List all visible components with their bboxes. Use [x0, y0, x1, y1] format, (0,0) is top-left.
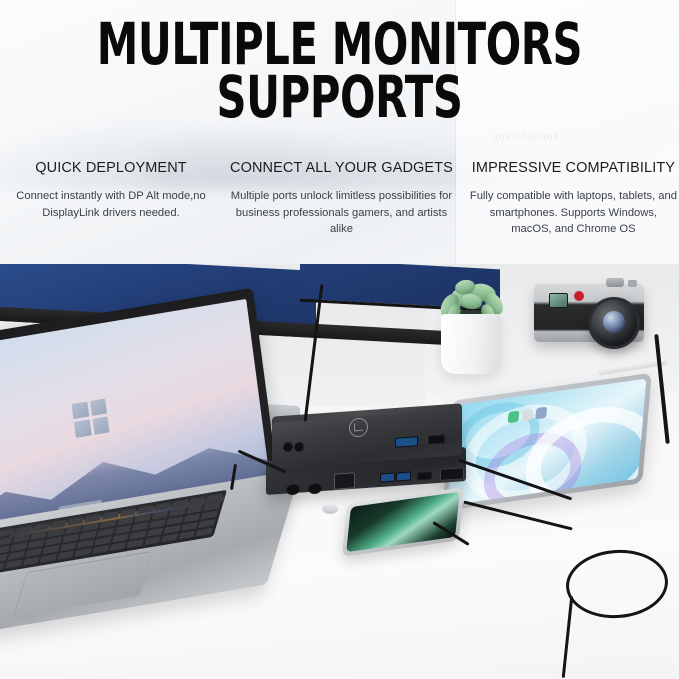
background-wash-center	[150, 128, 510, 188]
dock-port-usb-c	[417, 471, 432, 481]
desk-small-object	[322, 504, 338, 514]
dock-port-ethernet	[334, 472, 355, 490]
windows-logo-icon	[71, 398, 110, 438]
page-title: MULTIPLE MONITORS SUPPORTS	[68, 15, 611, 132]
headline-line-1: MULTIPLE MONITORS	[96, 10, 583, 78]
headline-line-2: SUPPORTS	[216, 63, 463, 132]
background-panel-right	[456, 0, 679, 264]
tablet-screen	[447, 378, 647, 506]
feature-body: Multiple ports unlock limitless possibil…	[230, 190, 453, 235]
plant-pot	[441, 314, 501, 374]
marketing-header: док-станция MULTIPLE MONITORS SUPPORTS Q…	[0, 0, 679, 264]
feature-column-quick-deployment: QUICK DEPLOYMENT Connect instantly with …	[0, 160, 222, 238]
feature-body: Fully compatible with laptops, tablets, …	[469, 190, 677, 235]
camera-lens	[588, 297, 640, 349]
dock-port-usb-a	[396, 471, 411, 482]
dock-port-usb-a	[380, 472, 395, 483]
camera-viewfinder	[549, 293, 568, 308]
dock-port-hdmi	[440, 467, 464, 481]
camera-dial	[606, 278, 624, 287]
camera-lens-glass	[603, 311, 625, 333]
feature-column-connect-gadgets: CONNECT ALL YOUR GADGETS Multiple ports …	[222, 160, 461, 238]
camera-brand-logo-icon	[574, 291, 584, 301]
feature-columns: QUICK DEPLOYMENT Connect instantly with …	[0, 160, 679, 238]
feature-body: Connect instantly with DP Alt mode,no Di…	[16, 190, 206, 219]
feature-title: CONNECT ALL YOUR GADGETS	[230, 160, 453, 176]
feature-column-compatibility: IMPRESSIVE COMPATIBILITY Fully compatibl…	[461, 160, 679, 238]
background-wash-left	[0, 118, 380, 188]
feature-title: QUICK DEPLOYMENT	[35, 160, 187, 176]
feature-title: IMPRESSIVE COMPATIBILITY	[471, 160, 676, 176]
dock-port-usb-a	[395, 436, 418, 448]
dock-port-usb-c	[428, 434, 445, 445]
product-photo	[0, 264, 679, 679]
background-panel-edge	[455, 0, 456, 264]
background-watermark-text: док-станция	[492, 128, 560, 142]
camera-shutter-button	[628, 280, 637, 287]
